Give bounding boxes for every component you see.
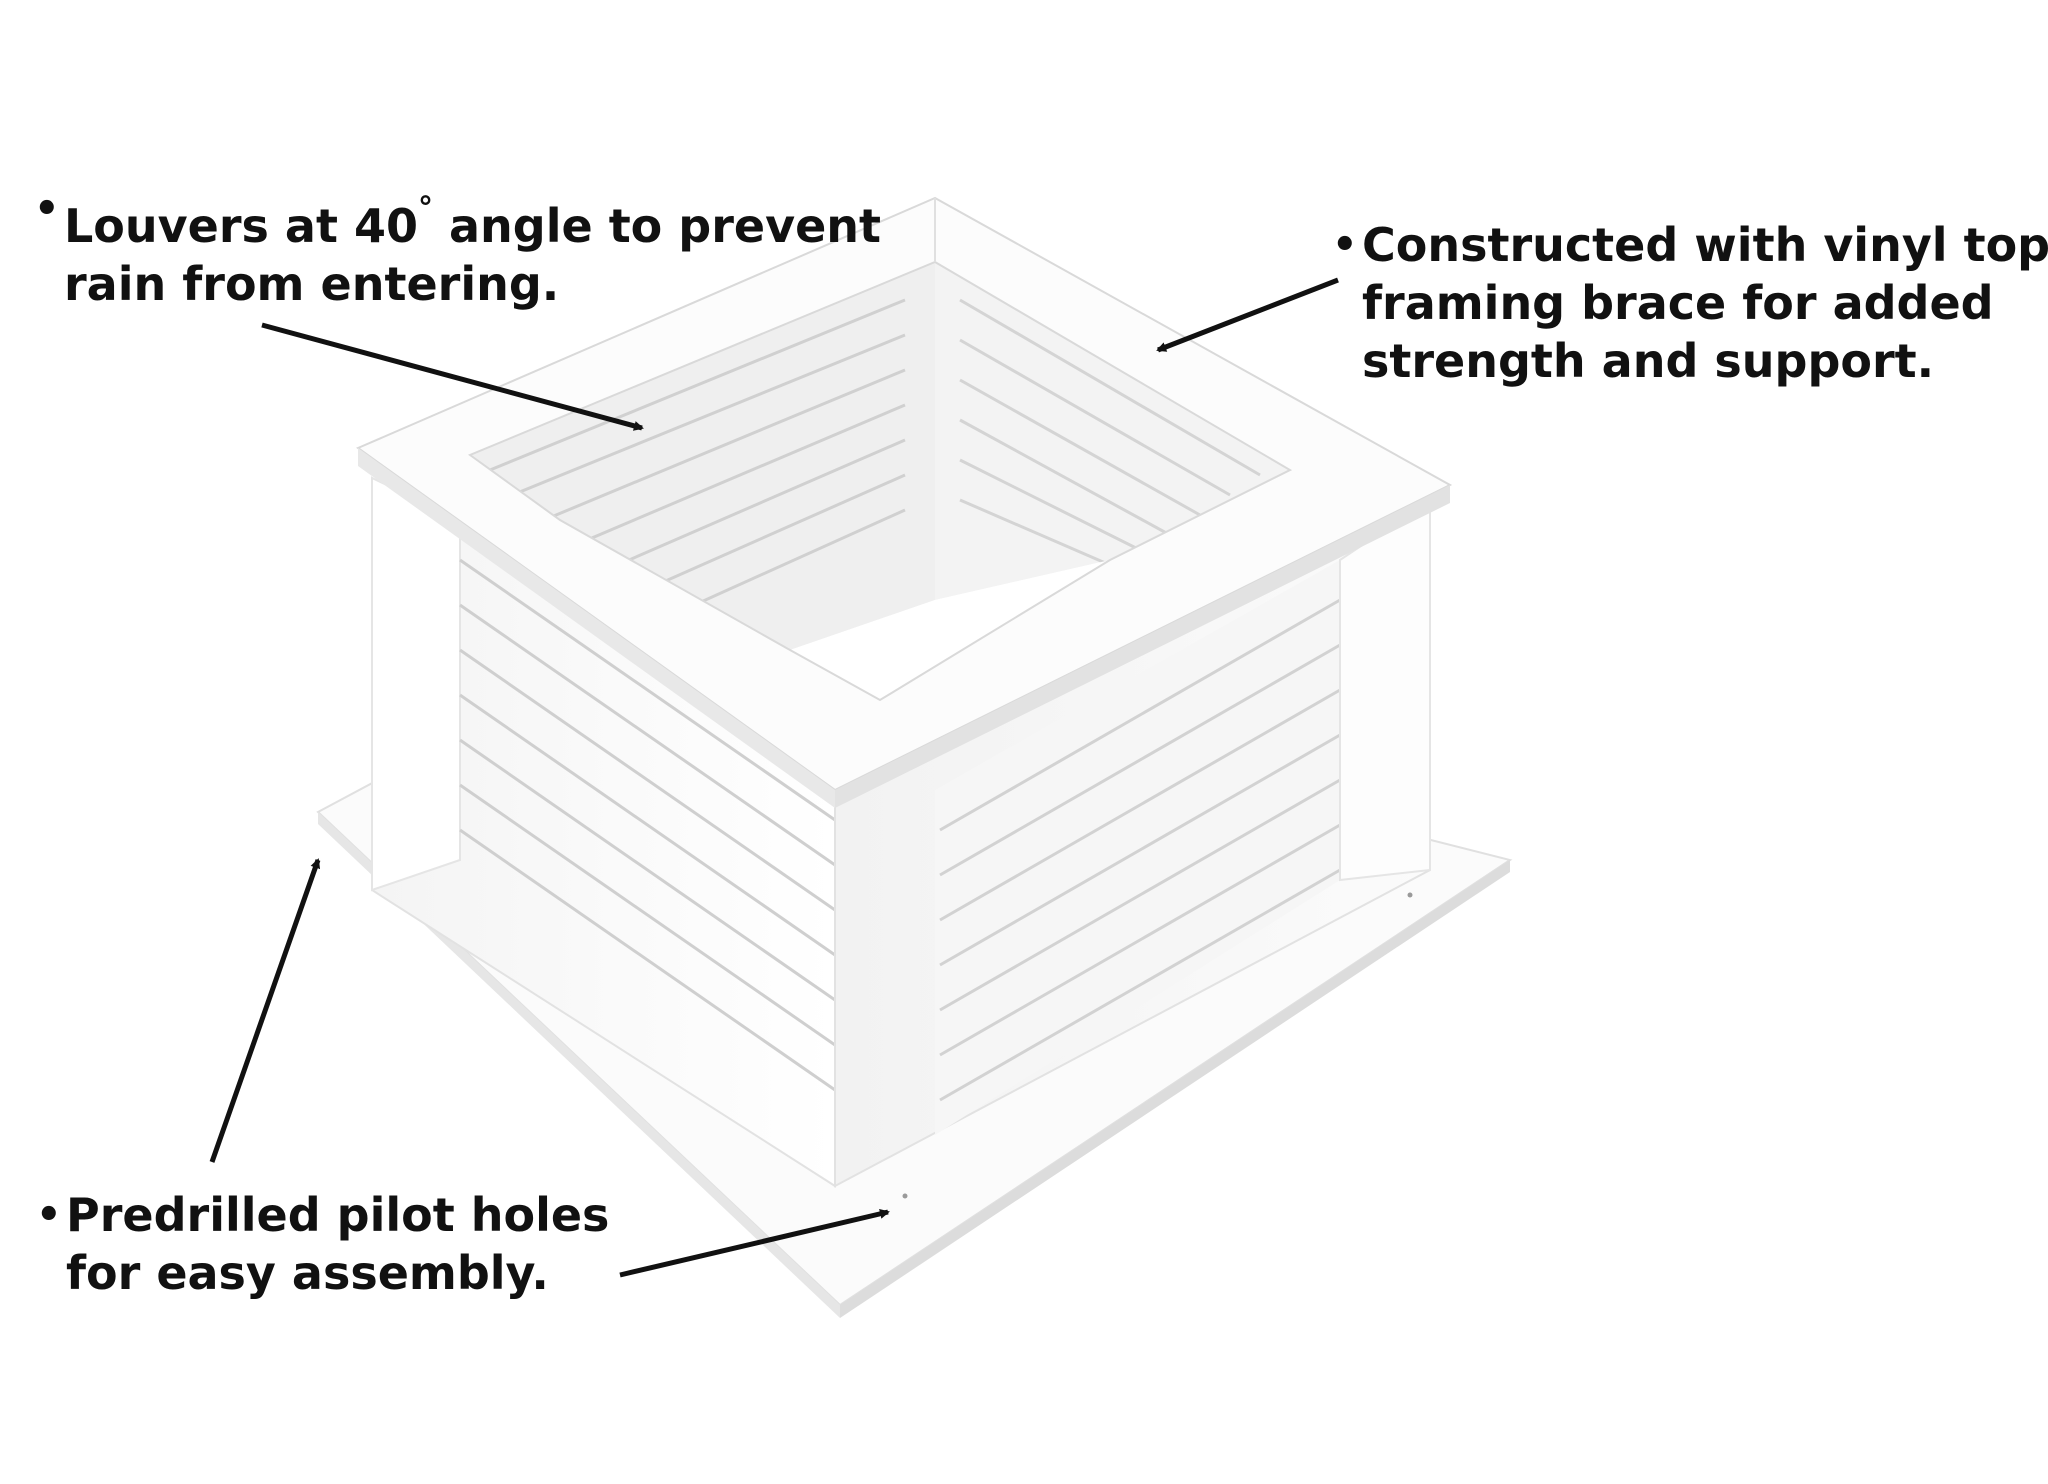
bullet-icon: • [34, 186, 60, 232]
callout-framing-brace: • Constructed with vinyl top framing bra… [1332, 216, 2048, 390]
bullet-icon: • [36, 1192, 62, 1238]
callout-pilot-line2: for easy assembly. [66, 1246, 549, 1300]
arrow-pilot-holes-flange [619, 1208, 890, 1278]
arrow-brace [1156, 277, 1339, 353]
callout-brace-line2: framing brace for added [1362, 276, 1994, 330]
callout-pilot-holes: • Predrilled pilot holes for easy assemb… [36, 1186, 610, 1302]
callout-arrows [209, 277, 1339, 1278]
callout-louvers-text-b: angle to prevent [432, 199, 882, 253]
callout-louvers: • Louvers at 40° angle to prevent rain f… [34, 180, 881, 313]
top-framing-brace [355, 196, 1453, 808]
interior-louvers [470, 262, 1290, 700]
callout-louvers-line2: rain from entering. [64, 257, 560, 311]
callout-louvers-line1: Louvers at 40° angle to prevent [64, 180, 881, 255]
degree-symbol: ° [417, 191, 433, 226]
callout-brace-line3: strength and support. [1362, 334, 1935, 388]
callout-louvers-text-a: Louvers at 40 [64, 199, 418, 253]
callout-pilot-line1: Predrilled pilot holes [66, 1188, 610, 1242]
callout-brace-line1: Constructed with vinyl top [1362, 218, 2048, 272]
arrow-pilot-holes-base [209, 858, 321, 1163]
arrow-louvers [261, 322, 644, 431]
bullet-icon: • [1332, 222, 1358, 268]
